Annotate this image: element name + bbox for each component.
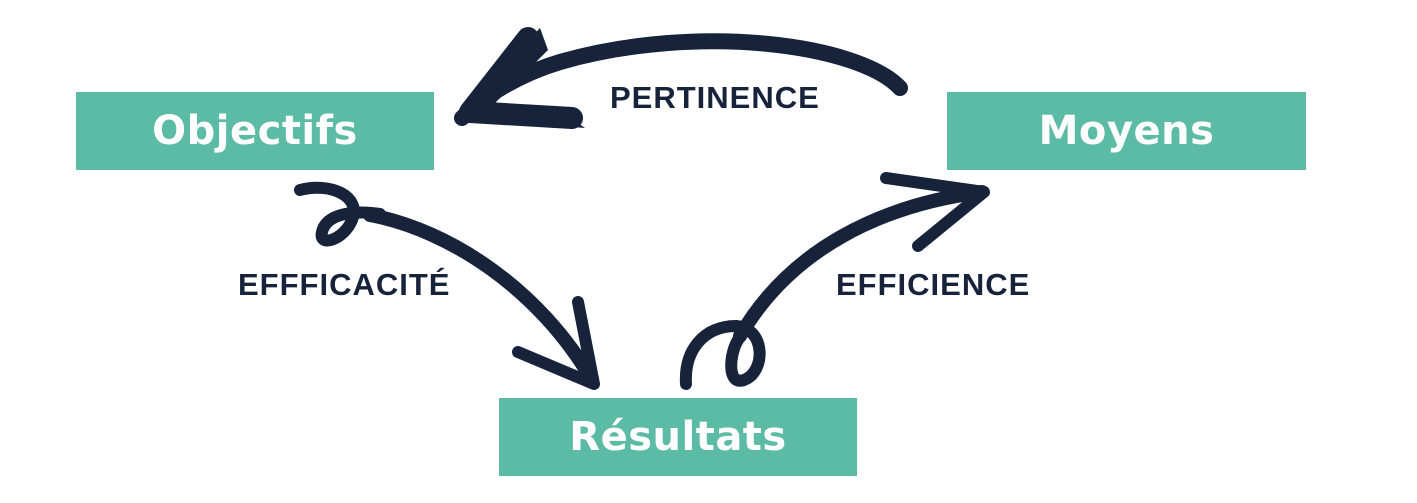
node-moyens-label: Moyens (1038, 108, 1215, 154)
arrow-pertinence (454, 27, 908, 129)
node-moyens: Moyens (947, 92, 1306, 170)
edge-label-efficacite: EFFFICACITÉ (238, 267, 451, 302)
arrow-efficience (679, 172, 990, 390)
node-resultats-label: Résultats (569, 414, 787, 460)
node-resultats: Résultats (499, 398, 857, 476)
node-objectifs: Objectifs (76, 92, 434, 170)
edge-label-efficience: EFFICIENCE (836, 267, 1031, 302)
arrow-efficacite (294, 181, 600, 390)
edge-label-pertinence: PERTINENCE (610, 80, 820, 115)
node-objectifs-label: Objectifs (152, 108, 358, 154)
